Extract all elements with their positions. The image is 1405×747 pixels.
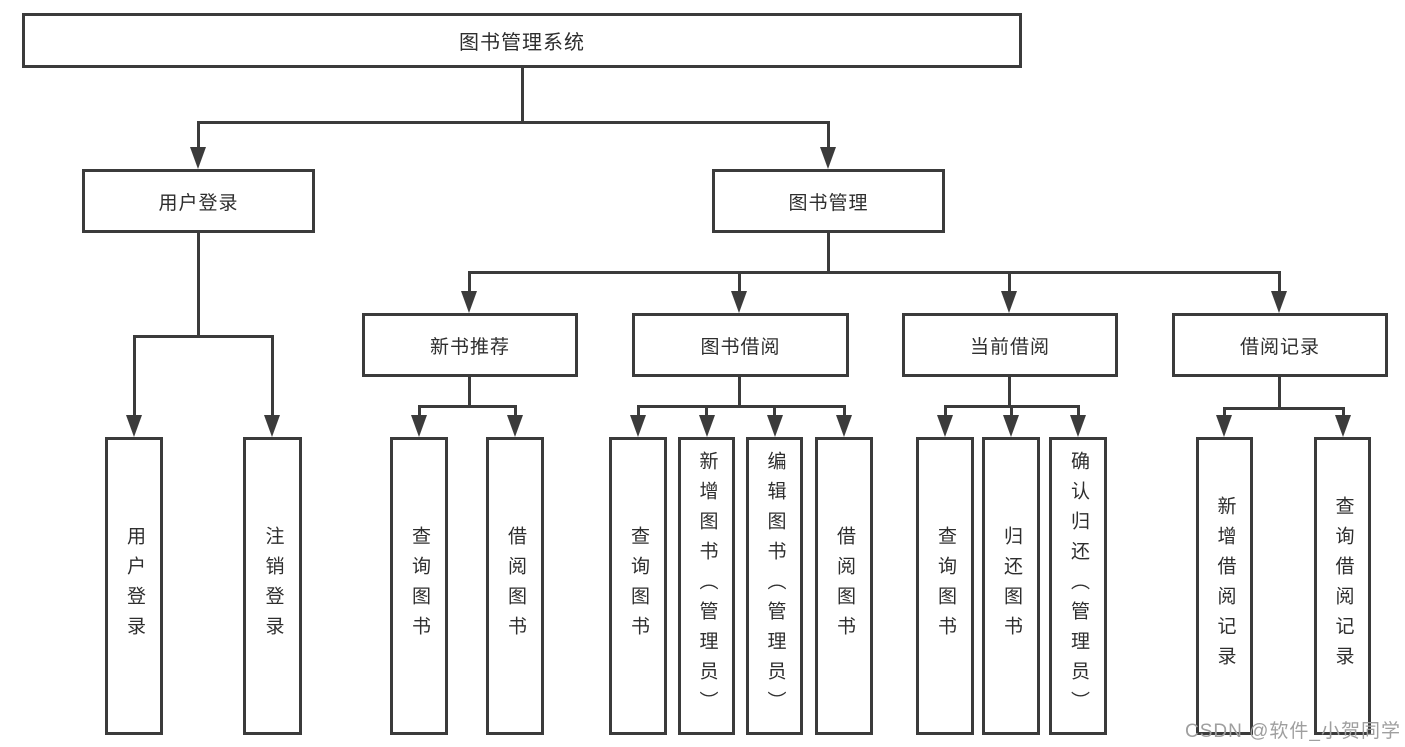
connector-line — [1341, 407, 1345, 417]
arrow-down-icon — [126, 415, 142, 437]
arrow-down-icon — [1070, 415, 1086, 437]
leaf-recommend-query-book: 查询图书 — [390, 437, 448, 735]
leaf-edit-book-admin-label: 编辑图书（管理员） — [764, 451, 786, 721]
connector-line — [1222, 407, 1226, 417]
node-borrow-record: 借阅记录 — [1172, 313, 1388, 377]
leaf-recommend-borrow-book: 借阅图书 — [486, 437, 544, 735]
node-current-borrow-label: 当前借阅 — [969, 336, 1050, 358]
arrow-down-icon — [1001, 291, 1017, 313]
node-root: 图书管理系统 — [22, 13, 1022, 68]
arrow-down-icon — [698, 415, 715, 437]
leaf-query-borrow-record: 查询借阅记录 — [1314, 437, 1371, 735]
connector-line — [132, 335, 274, 338]
leaf-current-query-book: 查询图书 — [916, 437, 974, 735]
node-book-management-label: 图书管理 — [788, 192, 869, 214]
connector-line — [826, 121, 830, 149]
connector-line — [467, 271, 471, 293]
node-current-borrow: 当前借阅 — [902, 313, 1118, 377]
arrow-down-icon — [766, 415, 783, 437]
arrow-down-icon — [630, 415, 646, 437]
connector-line — [826, 233, 830, 274]
connector-line — [1076, 405, 1080, 417]
connector-line — [1222, 407, 1345, 410]
connector-line — [1007, 377, 1011, 408]
arrow-down-icon — [190, 147, 206, 169]
leaf-borrow-book-label: 借阅图书 — [833, 526, 855, 646]
node-new-book-recommend: 新书推荐 — [362, 313, 578, 377]
connector-line — [196, 121, 200, 149]
leaf-return-book-label: 归还图书 — [1000, 526, 1022, 646]
connector-line — [467, 271, 1281, 274]
leaf-logout-label: 注销登录 — [262, 526, 284, 646]
node-root-label: 图书管理系统 — [459, 32, 585, 54]
connector-line — [196, 233, 200, 338]
arrow-down-icon — [836, 415, 852, 437]
leaf-confirm-return-admin: 确认归还（管理员） — [1049, 437, 1107, 735]
arrow-down-icon — [507, 415, 523, 437]
connector-line — [270, 335, 274, 417]
leaf-logout: 注销登录 — [243, 437, 302, 735]
connector-line — [1009, 405, 1013, 417]
leaf-query-borrow-record-label: 查询借阅记录 — [1332, 496, 1354, 676]
connector-line — [417, 405, 517, 408]
leaf-borrow-query-book-label: 查询图书 — [627, 526, 649, 646]
node-user-login-label: 用户登录 — [158, 192, 239, 214]
leaf-add-borrow-record: 新增借阅记录 — [1196, 437, 1253, 735]
leaf-recommend-query-book-label: 查询图书 — [408, 526, 430, 646]
connector-line — [737, 271, 741, 293]
leaf-add-book-admin: 新增图书（管理员） — [678, 437, 735, 735]
arrow-down-icon — [264, 415, 280, 437]
node-book-management: 图书管理 — [712, 169, 945, 233]
node-borrow-record-label: 借阅记录 — [1239, 336, 1320, 358]
arrow-down-icon — [1216, 415, 1232, 437]
connector-line — [467, 377, 471, 408]
node-book-borrow: 图书借阅 — [632, 313, 849, 377]
arrow-down-icon — [411, 415, 427, 437]
node-user-login: 用户登录 — [82, 169, 315, 233]
connector-line — [705, 405, 708, 417]
node-book-borrow-label: 图书借阅 — [700, 336, 781, 358]
leaf-user-login-label: 用户登录 — [123, 526, 145, 646]
arrow-down-icon — [461, 291, 477, 313]
connector-line — [636, 405, 846, 408]
leaf-user-login: 用户登录 — [105, 437, 163, 735]
leaf-add-book-admin-label: 新增图书（管理员） — [696, 451, 718, 721]
connector-line — [520, 68, 524, 121]
connector-line — [842, 405, 846, 417]
connector-line — [636, 405, 640, 417]
connector-line — [132, 335, 136, 417]
csdn-watermark: CSDN @软件_小贺同学 — [1185, 721, 1401, 742]
connector-line — [1277, 271, 1281, 293]
leaf-borrow-query-book: 查询图书 — [609, 437, 667, 735]
connector-line — [417, 405, 421, 417]
leaf-borrow-book: 借阅图书 — [815, 437, 873, 735]
node-new-book-recommend-label: 新书推荐 — [429, 336, 510, 358]
connector-line — [737, 377, 741, 408]
leaf-edit-book-admin: 编辑图书（管理员） — [746, 437, 803, 735]
arrow-down-icon — [937, 415, 953, 437]
connector-line — [1007, 271, 1011, 293]
arrow-down-icon — [731, 291, 747, 313]
connector-line — [773, 405, 776, 417]
leaf-confirm-return-admin-label: 确认归还（管理员） — [1067, 451, 1089, 721]
connector-line — [513, 405, 517, 417]
leaf-add-borrow-record-label: 新增借阅记录 — [1214, 496, 1236, 676]
connector-line — [196, 121, 830, 124]
connector-line — [1277, 377, 1281, 410]
arrow-down-icon — [1335, 415, 1351, 437]
leaf-return-book: 归还图书 — [982, 437, 1040, 735]
arrow-down-icon — [820, 147, 836, 169]
connector-line — [943, 405, 947, 417]
leaf-recommend-borrow-book-label: 借阅图书 — [504, 526, 526, 646]
leaf-current-query-book-label: 查询图书 — [934, 526, 956, 646]
arrow-down-icon — [1271, 291, 1287, 313]
arrow-down-icon — [1003, 415, 1019, 437]
